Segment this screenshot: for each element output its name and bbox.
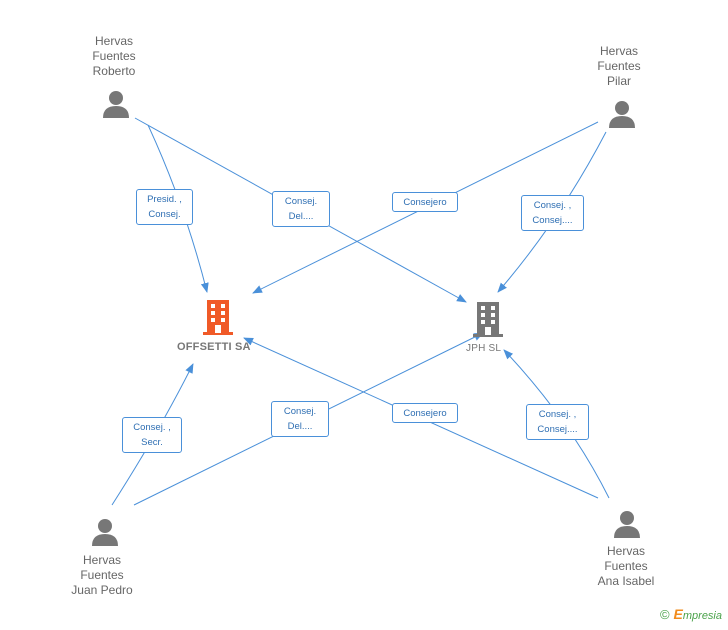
person-icon xyxy=(92,519,118,546)
copyright-symbol: © xyxy=(659,607,670,622)
relation-pilar-jph[interactable]: Consej. , Consej.... xyxy=(521,195,584,231)
relation-roberto-jph[interactable]: Consej. Del.... xyxy=(272,191,330,227)
person-name-ana-isabel[interactable]: Hervas Fuentes Ana Isabel xyxy=(597,544,655,588)
relation-roberto-offsetti[interactable]: Presid. , Consej. xyxy=(136,189,193,225)
person-icon xyxy=(609,101,635,128)
person-icon xyxy=(614,511,640,538)
company-name-offsetti[interactable]: OFFSETTI SA xyxy=(177,341,251,353)
person-name-juan-pedro[interactable]: Hervas Fuentes Juan Pedro xyxy=(71,553,133,597)
relation-ana-offsetti[interactable]: Consejero xyxy=(392,403,458,423)
brand-initial: E xyxy=(673,606,683,622)
brand-text: mpresia xyxy=(682,610,722,622)
empresia-watermark: ©Empresia xyxy=(660,606,722,622)
relation-juan-jph[interactable]: Consej. Del.... xyxy=(271,401,329,437)
person-icon xyxy=(103,91,129,118)
relation-juan-offsetti[interactable]: Consej. , Secr. xyxy=(122,417,182,453)
person-name-roberto[interactable]: Hervas Fuentes Roberto xyxy=(92,34,136,78)
building-icon-offsetti xyxy=(203,300,233,335)
company-name-jph[interactable]: JPH SL xyxy=(466,343,502,354)
relation-ana-jph[interactable]: Consej. , Consej.... xyxy=(526,404,589,440)
relation-pilar-offsetti[interactable]: Consejero xyxy=(392,192,458,212)
person-name-pilar[interactable]: Hervas Fuentes Pilar xyxy=(597,44,641,88)
building-icon-jph xyxy=(473,302,503,337)
